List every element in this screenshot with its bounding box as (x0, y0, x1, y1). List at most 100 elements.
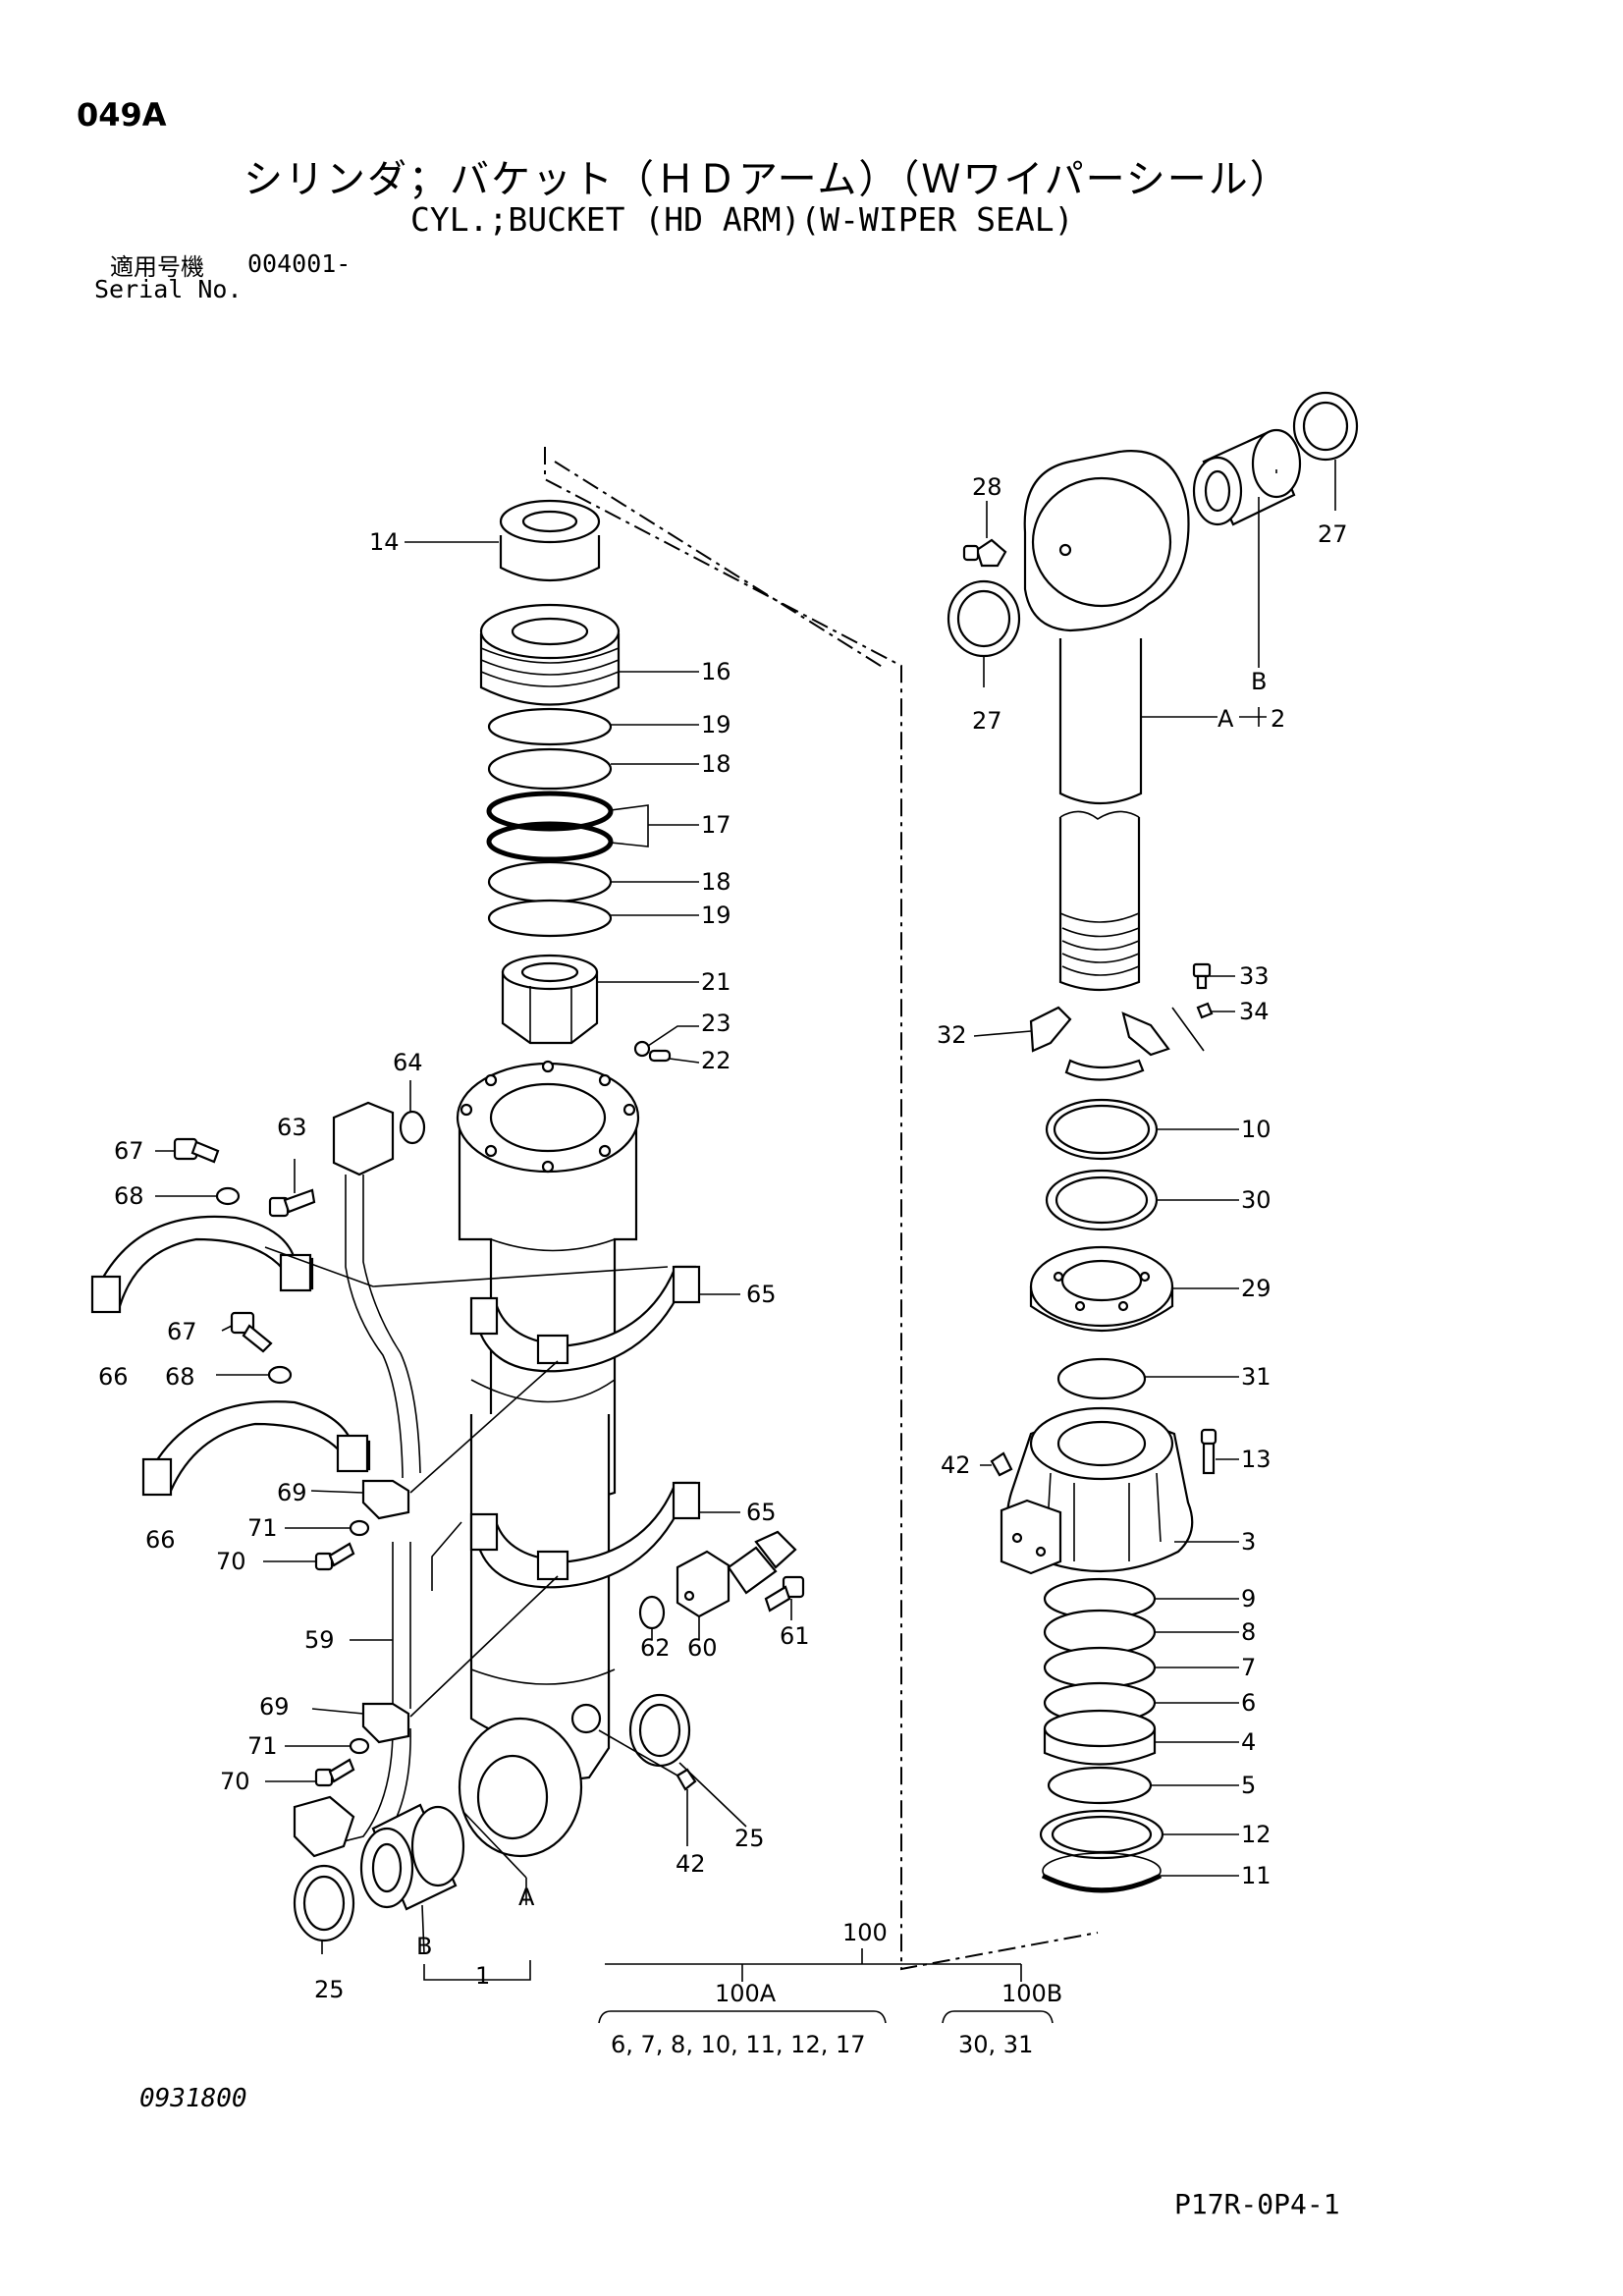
drawing-number: 0931800 (139, 2084, 247, 2113)
callout-label: 25 (734, 1825, 765, 1852)
callout-label: 70 (216, 1548, 246, 1575)
part-42-grease-nipple-lower (676, 1768, 697, 1791)
part-70-bolt-lower (314, 1758, 355, 1787)
part-70-bolt-upper (314, 1542, 355, 1571)
part-5-snap-ring (1047, 1766, 1153, 1805)
callout-label: 61 (780, 1622, 810, 1650)
callout-label: 5 (1241, 1772, 1256, 1799)
serial-label-japanese: 適用号機 (110, 253, 204, 281)
page-code: 049A (77, 96, 167, 134)
part-34-washer (1196, 1002, 1214, 1019)
callout-label: 42 (676, 1850, 706, 1878)
callout-label: 22 (701, 1047, 731, 1074)
part-32-segment-right (1121, 1011, 1170, 1057)
callout-label: 4 (1241, 1728, 1256, 1756)
cylinder-tube (431, 1060, 640, 1858)
part-28-grease-nipple (975, 538, 1007, 568)
part-33-bolt (1192, 962, 1212, 990)
leader-lines (155, 460, 1336, 2024)
callout-label: 7 (1241, 1654, 1256, 1681)
part-18-seal-ring-upper (487, 747, 613, 791)
assembly-boundary-line (544, 447, 1099, 1971)
part-32-segment-left (1029, 1006, 1072, 1053)
part-67-bolt-upper (173, 1137, 220, 1164)
callout-label: 12 (1241, 1821, 1271, 1848)
callout-label: 67 (167, 1318, 197, 1345)
callout-label: 29 (1241, 1275, 1271, 1302)
part-42-grease-nipple-upper (990, 1451, 1013, 1477)
callout-label: 28 (972, 473, 1002, 501)
part-69-clip-upper (361, 1479, 410, 1520)
callout-label: 25 (314, 1976, 345, 2003)
callout-label: 32 (937, 1021, 967, 1049)
callout-label: 66 (145, 1526, 176, 1554)
part-bushing-left (359, 1803, 465, 1911)
callout-label: 27 (972, 707, 1002, 735)
part-68-washer-upper (215, 1186, 241, 1206)
callout-label: 64 (393, 1049, 423, 1076)
page-reference: P17R-0P4-1 (1174, 2188, 1340, 2220)
callout-label: 71 (247, 1732, 278, 1760)
part-14-piston (499, 499, 601, 581)
part-19-backup-ring-upper (487, 707, 613, 746)
part-69-clip-lower (361, 1702, 410, 1744)
callout-label: 10 (1241, 1116, 1271, 1143)
callout-label: 23 (701, 1010, 731, 1037)
kit-total-label: 100 (842, 1919, 888, 1946)
part-17-piston-seal-lower (486, 821, 614, 862)
part-62-o-ring (638, 1595, 666, 1630)
part-7-backup-ring (1043, 1646, 1157, 1689)
callout-label: 21 (701, 968, 731, 996)
part-13-socket-bolt (1200, 1428, 1217, 1475)
callout-label: 9 (1241, 1585, 1256, 1613)
callout-label: 67 (114, 1137, 144, 1165)
part-68-washer-lower (267, 1365, 293, 1385)
callout-label: 62 (640, 1634, 671, 1662)
callout-label: 30 (1241, 1186, 1271, 1214)
callout-label: 13 (1241, 1446, 1271, 1473)
callout-label: B (416, 1933, 432, 1960)
callout-label: 69 (277, 1479, 307, 1506)
part-71-o-ring-lower (349, 1737, 370, 1755)
callout-label: 3 (1241, 1528, 1256, 1556)
part-19-backup-ring-lower (487, 899, 613, 938)
callout-label: 8 (1241, 1618, 1256, 1646)
callout-label: 18 (701, 868, 731, 896)
part-2-piston-rod (1023, 450, 1190, 992)
part-63-block (332, 1101, 395, 1176)
callout-label: 14 (369, 528, 400, 556)
callout-label: 71 (247, 1514, 278, 1542)
part-66-clamp-lower (147, 1400, 371, 1493)
callout-label: 16 (701, 658, 731, 685)
part-bushing-right (1192, 428, 1302, 526)
callout-label: B (1251, 668, 1267, 695)
callout-label: 31 (1241, 1363, 1271, 1391)
kit-b-label: 100B (1001, 1980, 1062, 2007)
callout-label: A (518, 1884, 535, 1911)
part-29-retainer (1029, 1245, 1174, 1332)
callout-label: 1 (475, 1962, 490, 1990)
part-31-o-ring (1056, 1357, 1147, 1400)
callout-label: 68 (114, 1182, 144, 1210)
callout-label: 65 (746, 1281, 777, 1308)
part-61-bolt (764, 1575, 805, 1613)
part-63-bolt (268, 1188, 316, 1218)
part-71-o-ring-upper (349, 1519, 370, 1537)
callout-label: 11 (1241, 1862, 1271, 1889)
part-21-nut (501, 954, 599, 1045)
title-japanese: シリンダ；バケット（ＨＤアーム）（Ｗワイパーシール） (243, 157, 1291, 202)
part-23-ball (633, 1040, 651, 1058)
title-english: CYL.;BUCKET (HD ARM)(W-WIPER SEAL) (410, 200, 1074, 239)
callout-label: 42 (941, 1451, 971, 1479)
part-22-set-screw (648, 1049, 672, 1063)
callout-label: 34 (1239, 998, 1270, 1025)
part-59-pipe (345, 1175, 421, 1478)
callout-label: A (1217, 705, 1234, 733)
kit-b-parts: 30, 31 (958, 2031, 1033, 2058)
callout-label: 27 (1318, 520, 1348, 548)
kit-a-parts: 6, 7, 8, 10, 11, 12, 17 (611, 2031, 866, 2058)
callout-label: 17 (701, 811, 731, 839)
callout-label: 65 (746, 1499, 777, 1526)
kit-a-label: 100A (715, 1980, 777, 2007)
